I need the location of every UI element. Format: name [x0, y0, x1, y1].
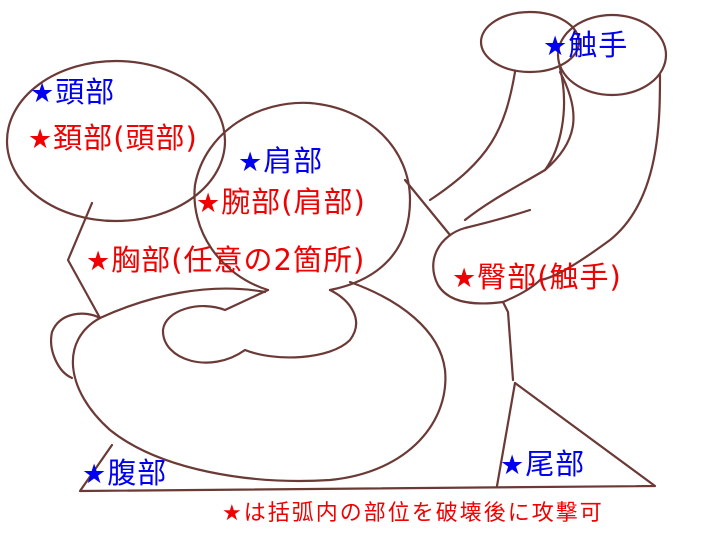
tentacle-tip-1 [479, 10, 581, 74]
star-icon: ★ [500, 450, 526, 481]
head-shape [5, 59, 227, 223]
body-shape [71, 280, 447, 483]
star-icon: ★ [238, 147, 264, 178]
neck-shape [66, 201, 102, 320]
label-shoulder: ★肩部 [238, 144, 324, 178]
label-text: 肩部 [263, 144, 324, 178]
body-top-shape [98, 287, 267, 320]
tentacle-2-shape [543, 70, 575, 172]
shoulder-shape [193, 101, 412, 292]
label-text: 頭部 [55, 75, 116, 109]
star-icon: ★ [196, 188, 222, 219]
tentacle-2-outer [538, 73, 662, 282]
star-icon: ★ [86, 246, 112, 277]
shoulder-buttock-line [403, 178, 452, 237]
label-text: 臀部(触手) [477, 260, 622, 294]
label-text: 触手 [568, 28, 629, 62]
tentacle-1-shape [428, 70, 517, 202]
buttock-link-shape [501, 278, 542, 304]
star-icon: ★ [30, 78, 56, 109]
arm-shape [161, 288, 358, 364]
tail-divider [495, 381, 517, 488]
label-text: 腕部(肩部) [221, 185, 366, 219]
star-icon: ★ [543, 31, 569, 62]
label-neck: ★頚部(頭部) [28, 121, 198, 155]
left-bump-shape [50, 312, 102, 380]
label-buttock: ★臀部(触手) [452, 260, 622, 294]
label-belly: ★腹部 [82, 456, 168, 490]
label-text: 胸部(任意の2箇所) [111, 243, 366, 277]
belly-leg-shape [78, 381, 657, 493]
star-icon: ★ [82, 459, 108, 490]
label-tentacle: ★触手 [543, 28, 629, 62]
label-tail: ★尾部 [500, 447, 586, 481]
label-text: 頚部(頭部) [53, 121, 198, 155]
label-head: ★頭部 [30, 75, 116, 109]
tentacle-1-inner [463, 66, 566, 222]
star-icon: ★ [28, 124, 54, 155]
star-icon: ★ [452, 263, 478, 294]
buttock-shape [432, 208, 532, 305]
label-chest: ★胸部(任意の2箇所) [86, 243, 366, 277]
legend-note: ★は括弧内の部位を破壊後に攻撃可 [222, 501, 604, 526]
label-text: 腹部 [107, 456, 168, 490]
label-text: 尾部 [525, 447, 586, 481]
buttock-lower-shape [501, 300, 515, 382]
label-arm: ★腕部(肩部) [196, 185, 366, 219]
tentacle-tip-2 [556, 13, 668, 97]
